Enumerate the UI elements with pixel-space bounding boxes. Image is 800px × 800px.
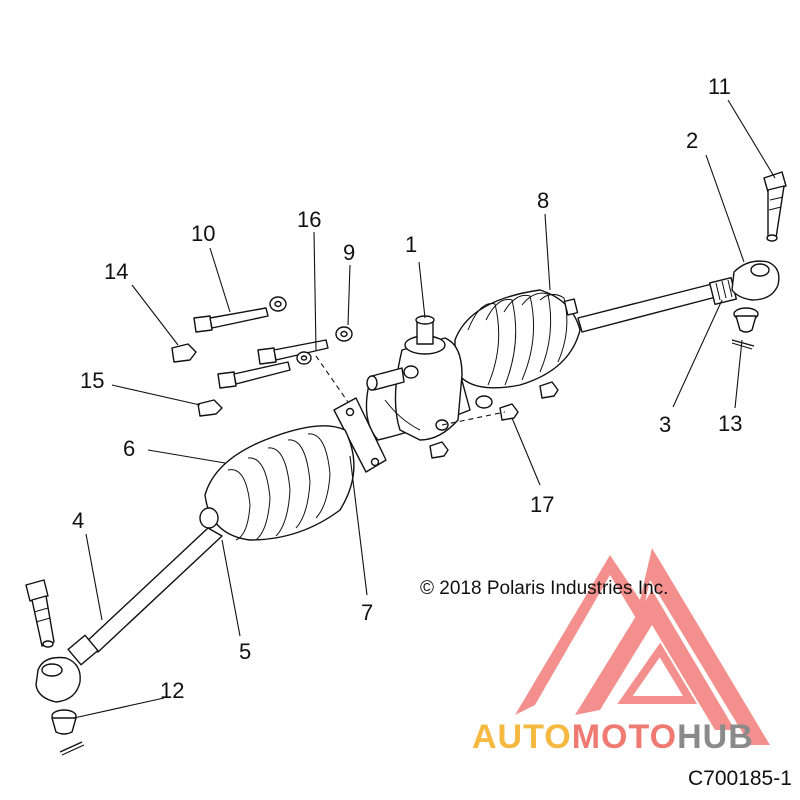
mount-bracket bbox=[333, 397, 387, 473]
bolt-lower bbox=[217, 361, 291, 389]
left-tie-rod-end bbox=[35, 656, 81, 703]
housing-port bbox=[403, 365, 419, 379]
callout-5: 5 bbox=[239, 639, 251, 664]
nut-17-c bbox=[429, 441, 449, 459]
assembly-dash-line-1 bbox=[315, 355, 349, 403]
watermark-auto: AUTO bbox=[472, 718, 572, 756]
left-tie-rod-shaft bbox=[83, 527, 223, 653]
right-tie-rod-shaft bbox=[577, 283, 717, 333]
logo-inner-triangle bbox=[575, 590, 735, 730]
right-castle-nut bbox=[733, 307, 759, 333]
watermark-text: AUTOMOTOHUB bbox=[472, 718, 754, 756]
callout-9: 9 bbox=[343, 240, 355, 265]
callout-7: 7 bbox=[361, 600, 373, 625]
leader-lines bbox=[73, 99, 776, 719]
left-jam-nut bbox=[67, 634, 99, 666]
logo-outer-triangle bbox=[515, 548, 770, 745]
nut-15 bbox=[197, 399, 223, 417]
left-rod-end-eye bbox=[41, 663, 63, 677]
bolt-16 bbox=[257, 339, 329, 365]
callout-14: 14 bbox=[104, 259, 128, 284]
watermark-hub: HUB bbox=[677, 718, 754, 756]
washer-9 bbox=[335, 326, 353, 342]
callout-1: 1 bbox=[405, 232, 417, 257]
right-tie-rod-end bbox=[731, 260, 780, 301]
nut-17-a bbox=[499, 403, 519, 421]
logo-inner-mark bbox=[617, 642, 698, 704]
callout-8: 8 bbox=[537, 188, 549, 213]
assembly-dash-line-2 bbox=[441, 411, 506, 426]
watermark-moto: MOTO bbox=[572, 718, 677, 756]
left-bolt bbox=[25, 579, 55, 648]
callout-6: 6 bbox=[123, 436, 135, 461]
callout-11: 11 bbox=[708, 74, 731, 99]
callout-15: 15 bbox=[80, 368, 104, 393]
callout-2: 2 bbox=[686, 128, 698, 153]
right-cotter-pin bbox=[731, 339, 755, 350]
reference-code: C700185-1 bbox=[688, 767, 792, 790]
callout-16: 16 bbox=[297, 207, 321, 232]
watermark-logo bbox=[515, 548, 770, 745]
left-rod-end-body bbox=[35, 656, 81, 703]
copyright-notice: © 2018 Polaris Industries Inc. bbox=[420, 578, 668, 599]
right-rod-end-eye bbox=[750, 263, 770, 277]
left-castle-nut bbox=[51, 709, 77, 735]
washer-16 bbox=[296, 351, 312, 365]
left-tie-rod bbox=[67, 527, 223, 666]
callout-12: 12 bbox=[160, 678, 184, 703]
left-bellows-boot bbox=[199, 425, 355, 541]
callout-17: 17 bbox=[530, 492, 554, 517]
housing-mount-boss bbox=[475, 395, 493, 409]
left-cotter-pin bbox=[59, 741, 85, 756]
nut-14 bbox=[171, 343, 197, 363]
right-bellows-boot bbox=[454, 289, 581, 389]
callout-13: 13 bbox=[718, 411, 742, 436]
rack-housing bbox=[365, 315, 493, 441]
pinion-housing bbox=[394, 337, 463, 441]
washer-10 bbox=[269, 296, 287, 312]
nut-17-b bbox=[539, 381, 559, 399]
bolt-10 bbox=[193, 307, 269, 333]
right-tie-rod bbox=[577, 276, 738, 333]
right-bolt bbox=[763, 171, 787, 242]
callout-4: 4 bbox=[72, 508, 84, 533]
callout-10: 10 bbox=[191, 221, 215, 246]
callout-3: 3 bbox=[659, 412, 671, 437]
